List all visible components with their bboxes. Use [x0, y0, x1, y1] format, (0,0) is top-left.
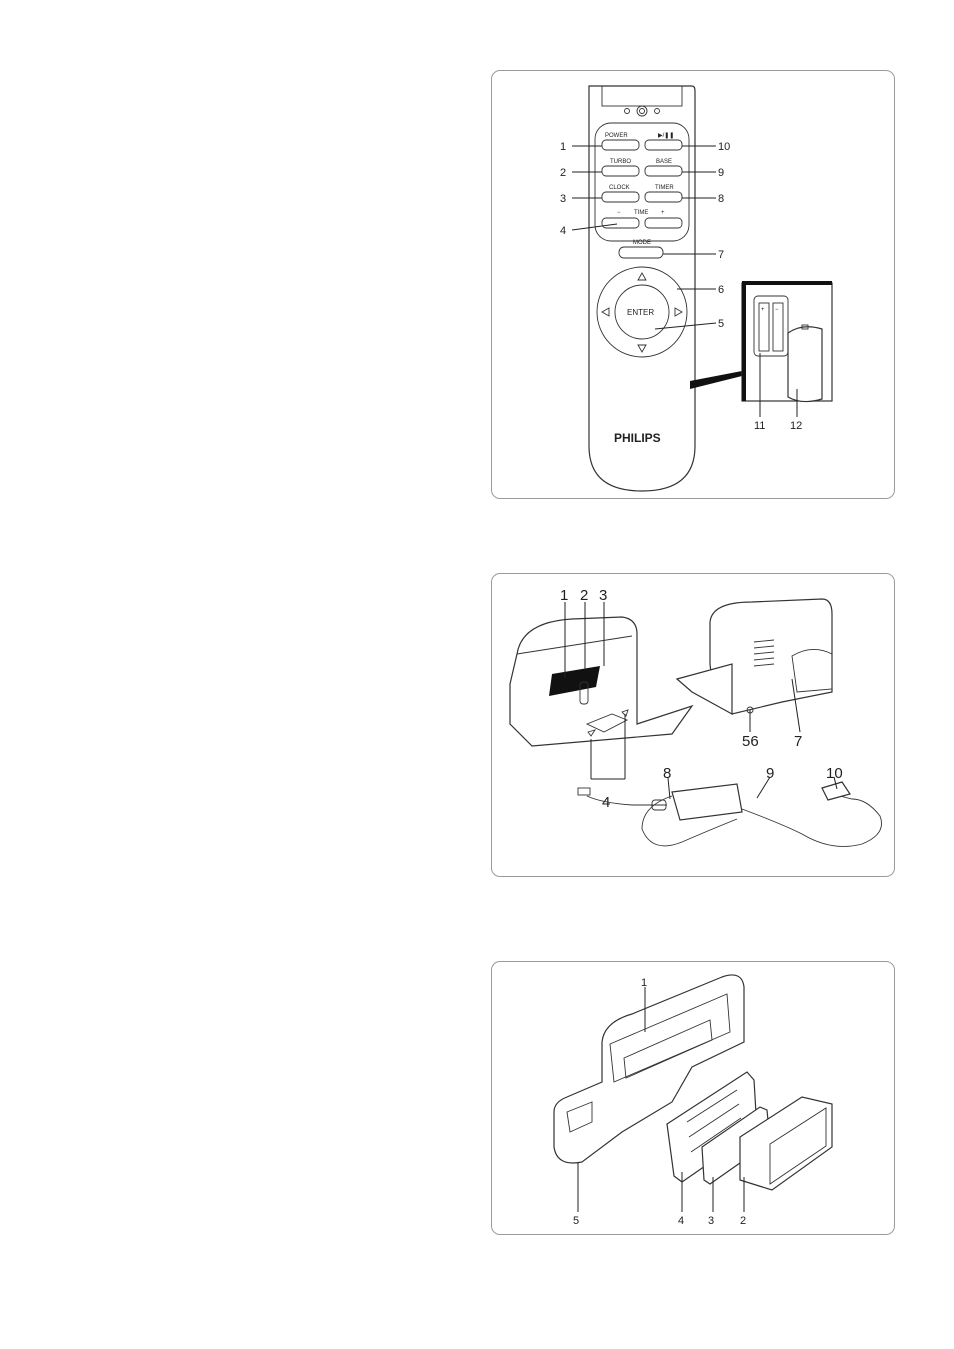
callout-3: 3	[708, 1215, 714, 1227]
mains-cord	[742, 794, 882, 846]
dc-plug	[578, 788, 590, 795]
dock-front	[510, 617, 692, 746]
battery-minus-mark: −	[775, 307, 779, 313]
callout-11: 11	[754, 420, 765, 432]
callout-2: 2	[560, 167, 566, 179]
callout-4: 4	[602, 794, 610, 811]
time-label: TIME	[634, 210, 648, 216]
callout-8: 8	[663, 765, 671, 782]
callout-4: 4	[678, 1215, 684, 1227]
battery-cover	[788, 327, 822, 402]
turbo-label: TURBO	[610, 159, 631, 165]
callout-1: 1	[641, 977, 647, 989]
mode-label: MODE	[633, 240, 651, 246]
callout-5-6: 56	[742, 733, 759, 750]
callout-1: 1	[560, 141, 566, 153]
dust-bin-illustration: 1 2 3 4 5	[492, 962, 896, 1236]
callout-2: 2	[580, 587, 588, 604]
callout-5: 5	[573, 1215, 579, 1227]
docking-station-illustration: 1 2 3 4 56 7 8 9 10	[492, 574, 896, 878]
play-pause-label: ▶/❚❚	[658, 132, 674, 139]
callout-1: 1	[560, 587, 568, 604]
callout-3: 3	[599, 587, 607, 604]
power-label: POWER	[605, 133, 628, 139]
callout-7: 7	[718, 249, 724, 261]
base-label: BASE	[656, 159, 672, 165]
docking-station-figure: 1 2 3 4 56 7 8 9 10	[491, 573, 895, 877]
timer-label: TIMER	[655, 185, 674, 191]
power-adapter	[672, 784, 742, 820]
remote-control-figure: POWER TURBO CLOCK − ▶/❚❚ BASE TIMER + TI…	[491, 70, 895, 499]
enter-label: ENTER	[627, 308, 654, 317]
dust-bin-figure: 1 2 3 4 5	[491, 961, 895, 1235]
callout-12: 12	[790, 420, 802, 432]
minus-label: −	[617, 210, 621, 216]
callout-2: 2	[740, 1215, 746, 1227]
callout-6: 6	[718, 284, 724, 296]
remote-control-illustration: POWER TURBO CLOCK − ▶/❚❚ BASE TIMER + TI…	[492, 71, 896, 500]
battery-plus-mark: +	[761, 307, 765, 313]
callout-3: 3	[560, 193, 566, 205]
callout-7: 7	[794, 733, 802, 750]
callout-10: 10	[718, 141, 730, 153]
callout-8: 8	[718, 193, 724, 205]
inset-pointer	[690, 371, 742, 389]
callout-9: 9	[718, 167, 724, 179]
clock-label: CLOCK	[609, 185, 630, 191]
callout-5: 5	[718, 318, 724, 330]
callout-9: 9	[766, 765, 774, 782]
plus-label: +	[661, 210, 665, 216]
callout-4: 4	[560, 225, 566, 237]
brand-logo: PHILIPS	[614, 431, 661, 445]
callout-10: 10	[826, 765, 843, 782]
